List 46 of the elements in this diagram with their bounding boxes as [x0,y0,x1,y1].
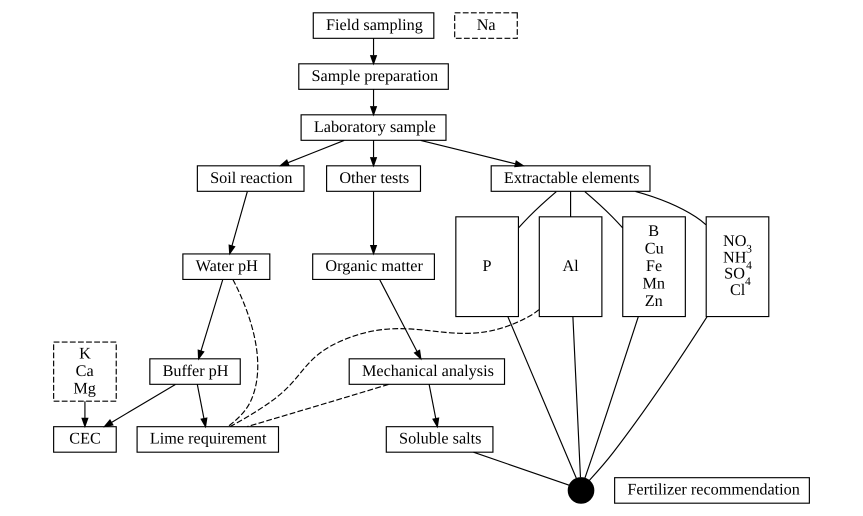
arrow [370,140,378,168]
node-circle [568,477,594,504]
connector [635,190,706,226]
node-box: Soluble salts [386,426,494,453]
arrow [198,279,224,360]
node-box: Soil reaction [196,165,305,192]
node-box: Mechanical analysis [348,358,506,385]
connector [473,452,570,486]
connector [228,279,258,427]
connector [518,191,557,228]
connector [584,316,639,478]
arrow [428,384,440,428]
arrow [278,140,344,166]
arrow [81,401,89,428]
node-box: Field sampling [312,12,434,39]
arrow [370,90,378,117]
node-box: Buffer pH [149,358,241,385]
arrow [102,384,176,428]
node-box: Water pH [182,253,270,280]
connector [584,191,624,228]
node-box: Extractable elements [490,165,651,192]
node-box: Fertilizer recommendation [614,477,810,504]
node-box: Other tests [326,165,422,192]
arrow [196,384,208,428]
node-box: Al [538,216,602,318]
connector [572,316,582,478]
node-box: Laboratory sample [300,114,447,141]
arrow [228,192,248,256]
connector [588,316,708,481]
node-box: Na [454,12,518,39]
connector [230,309,540,428]
node-box: Organic matter [312,253,435,280]
arrow [370,192,378,256]
connector [507,316,577,478]
node-box: Lime requirement [136,426,280,453]
node-box: K Ca Mg [53,341,117,402]
node-box: CEC [53,426,117,453]
arrow [420,140,526,168]
node-box: Sample preparation [298,63,449,90]
arrow [379,279,422,360]
arrow [370,38,378,66]
node-box: NO$_{3}$ NH$_{4}$ SO$_{4}$ Cl [706,216,770,318]
node-box: B Cu Fe Mn Zn [622,216,686,318]
connector [570,192,572,217]
node-box: P [455,216,519,318]
connector [247,384,389,428]
